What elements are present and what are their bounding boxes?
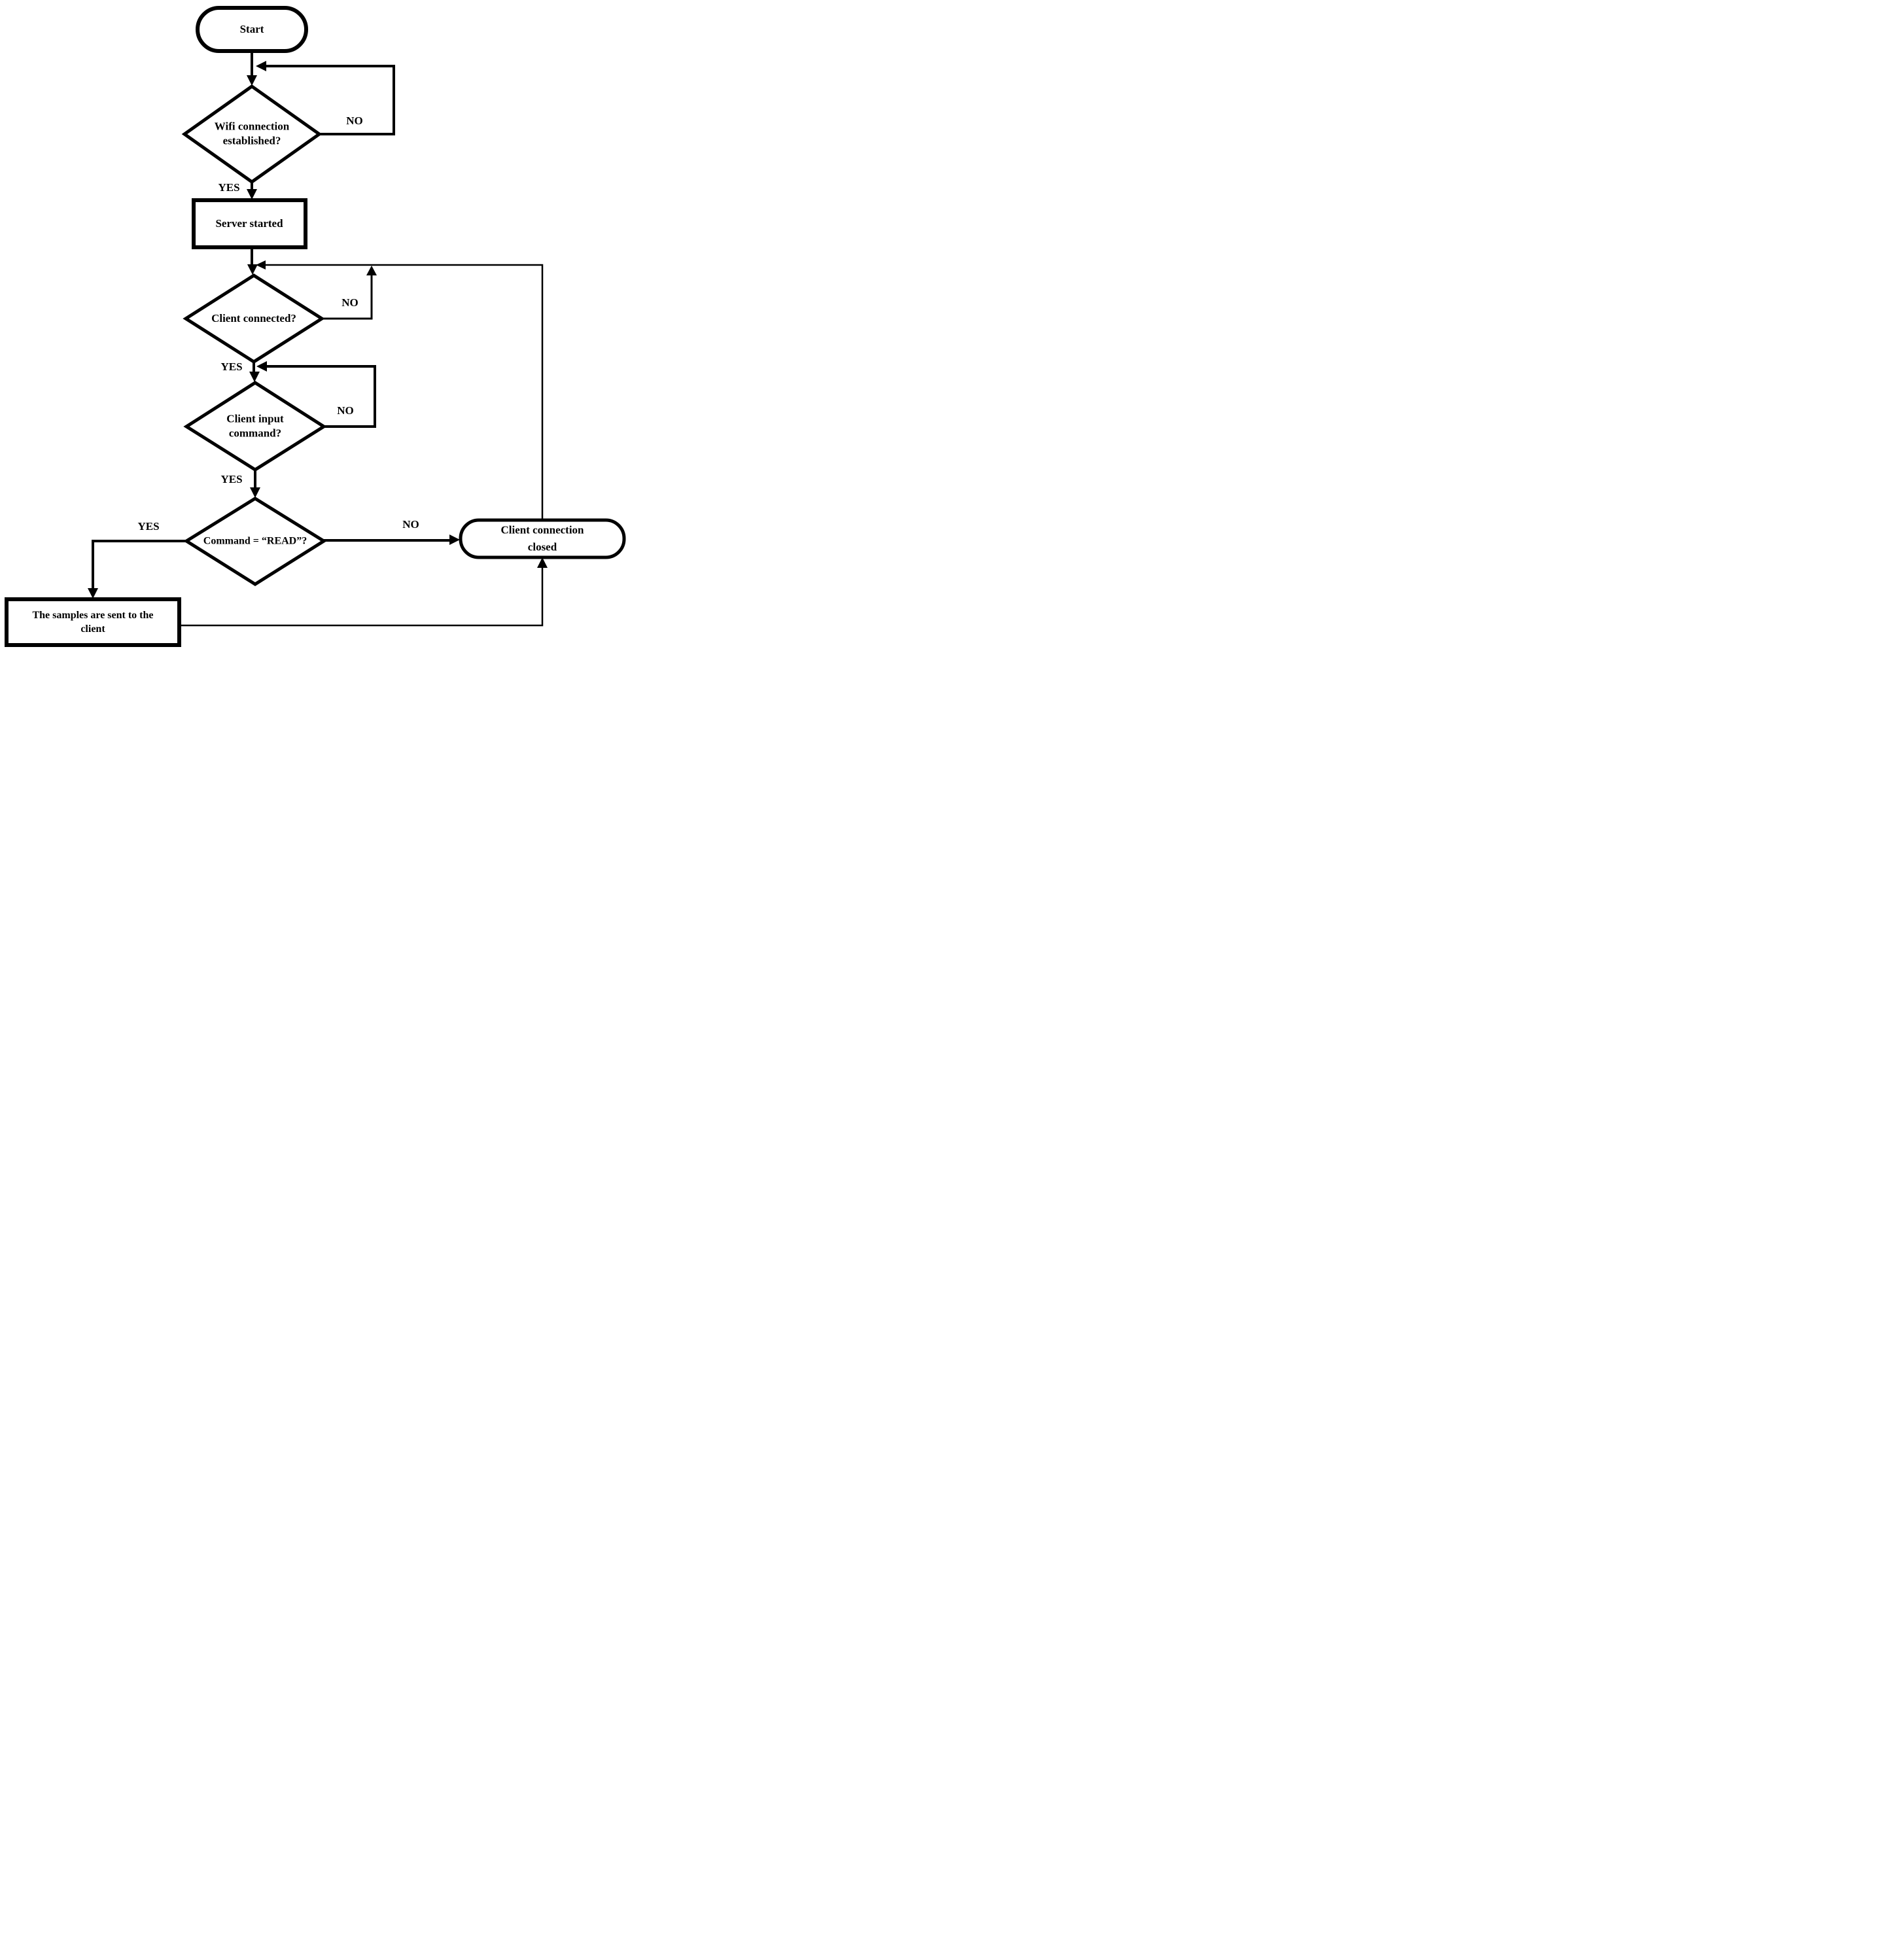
flowchart: Start Wifi connection established? Serve… [0,0,629,654]
wifi-no-label: NO [346,114,363,127]
edge-wifi-no-loop [260,66,394,134]
connected-yes-label: YES [220,360,243,373]
connection-closed-shape [461,520,624,557]
start-node-label: Start [239,22,264,35]
start-node-shape [198,8,306,51]
arrowhead-connected-no-loop [366,266,377,275]
wifi-decision-line1: Wifi connection [214,120,290,133]
arrowhead-input-no-loop [256,361,267,372]
server-started-shape [194,200,306,247]
edge-read-yes-to-samples [93,541,188,591]
client-input-line2: command? [228,427,282,440]
client-input-line1: Client input [226,412,284,425]
input-yes-label: YES [220,472,243,485]
command-read-decision-shape [186,499,324,584]
read-no-label: NO [402,517,419,531]
arrowhead-read-yes-to-samples [88,588,98,599]
samples-sent-shape [7,599,179,645]
arrowhead-samples-to-closed [537,557,548,568]
input-no-label: NO [337,404,354,417]
samples-sent-label: The samples are sent to the client [32,608,153,636]
connection-closed-line2: closed [527,540,557,553]
client-input-decision-shape [186,383,324,470]
edge-connected-no-loop [321,270,372,319]
arrowhead-connected-yes-to-input [249,372,260,382]
connection-closed-line1: Client connection [500,523,584,536]
client-input-label: Client input command? [226,412,283,442]
arrowhead-wifi-no-loop [256,61,266,71]
wifi-decision-shape [184,86,319,182]
wifi-yes-label: YES [218,181,240,194]
arrowhead-input-yes-to-read [250,487,260,498]
samples-sent-line1: The samples are sent to the [32,609,154,621]
edge-closed-return-loop [260,265,542,520]
edge-input-no-loop [261,366,375,427]
command-read-label: Command = “READ”? [203,535,307,547]
arrowhead-start-to-wifi [247,75,257,86]
connection-closed-label: Client connection closed [500,522,584,555]
arrowhead-read-no-to-closed [449,534,460,545]
arrowhead-wifi-yes-to-server [247,189,257,200]
arrowhead-server-to-connected [247,264,258,275]
wifi-decision-line2: established? [222,135,281,147]
arrowhead-closed-return-loop [256,260,266,270]
server-started-label: Server started [215,217,283,230]
samples-sent-line2: client [80,623,105,635]
edge-samples-to-closed [179,565,542,625]
connected-no-label: NO [341,296,358,309]
read-yes-label: YES [137,519,160,533]
flowchart-drawing [0,0,629,654]
client-connected-decision-shape [186,275,322,362]
wifi-decision-label: Wifi connection established? [215,120,289,149]
client-connected-label: Client connected? [211,311,296,324]
